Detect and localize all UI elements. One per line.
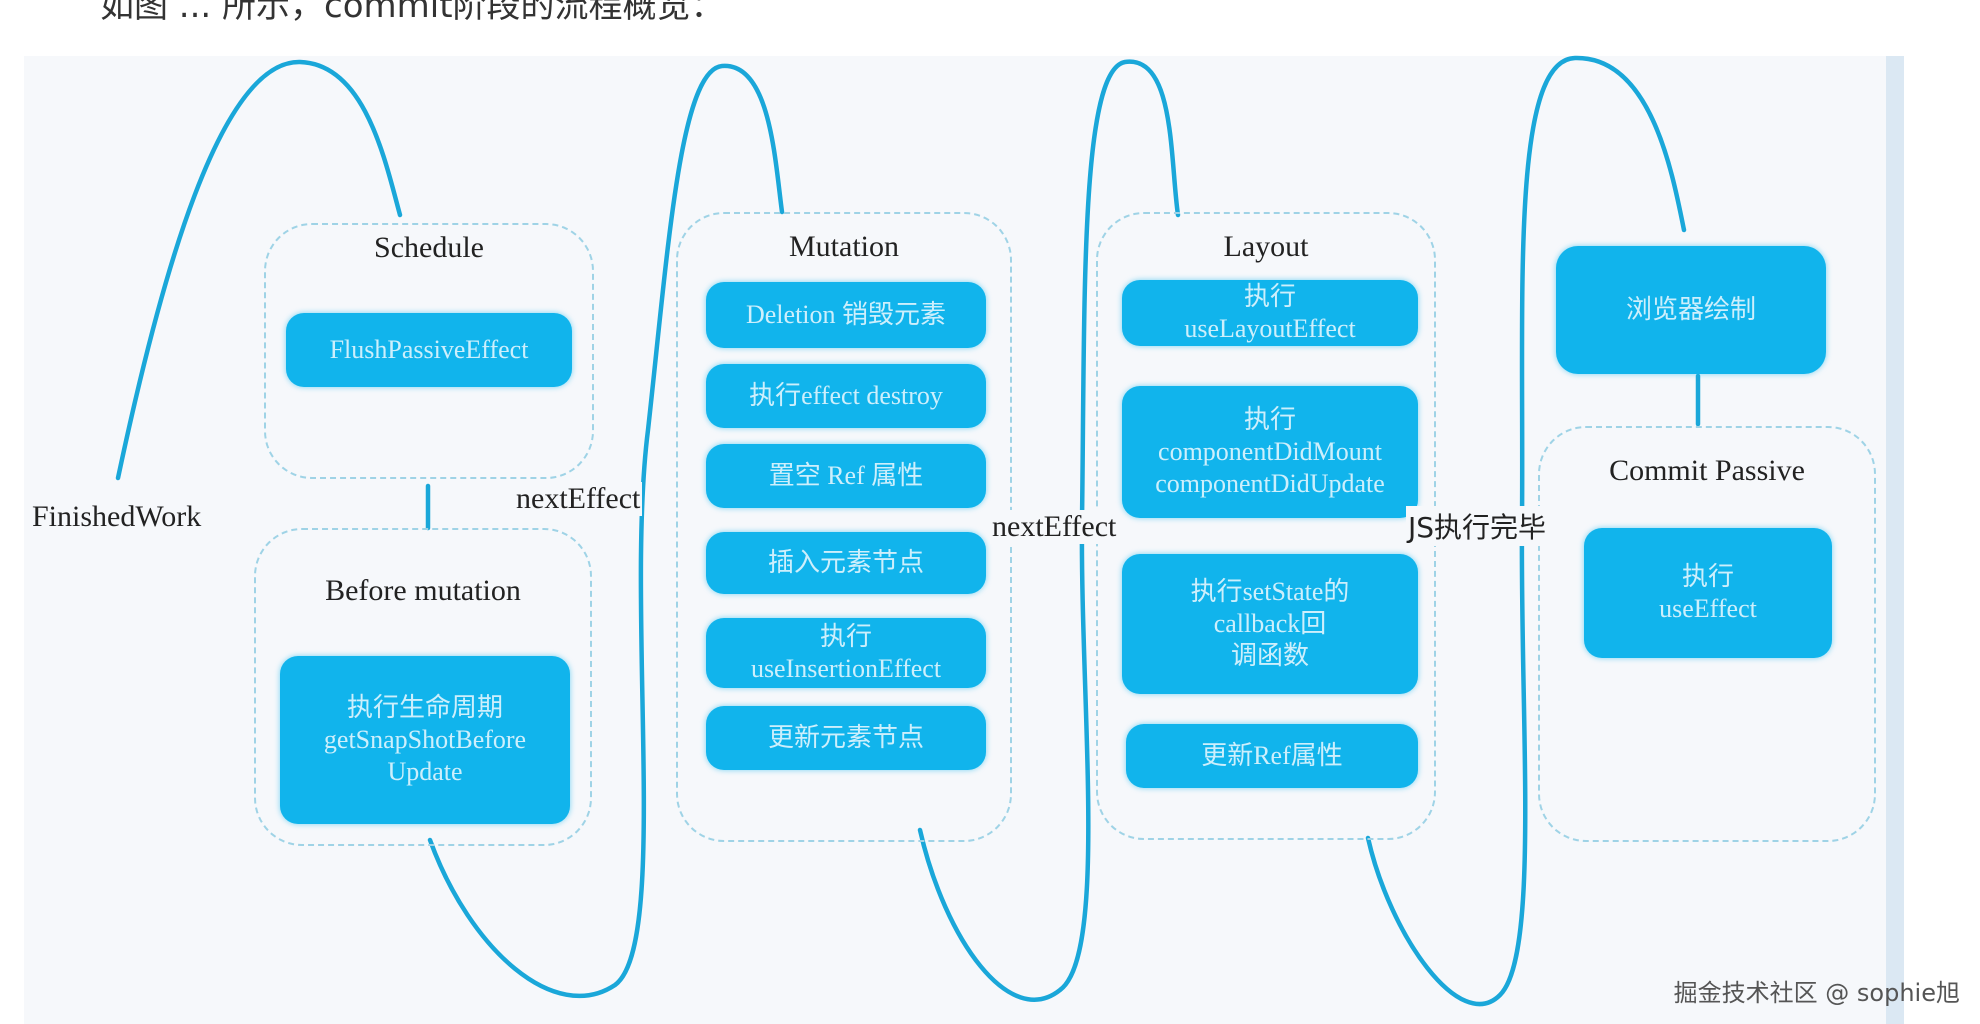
commit-passive-stage: Commit Passive 执行 useEffect <box>1538 426 1876 842</box>
commit-passive-title: Commit Passive <box>1609 454 1805 487</box>
set-state-callback-box: 执行setState的 callback回 调函数 <box>1122 554 1418 694</box>
get-snapshot-before-update-box: 执行生命周期 getSnapShotBefore Update <box>280 656 570 824</box>
before-mutation-title: Before mutation <box>325 574 521 607</box>
diagram-edge-bar <box>1886 56 1904 1024</box>
mutation-stage: Mutation Deletion 销毁元素 执行effect destroy … <box>676 212 1012 842</box>
update-node-box: 更新元素节点 <box>706 706 986 770</box>
finished-work-label: FinishedWork <box>30 500 204 534</box>
next-effect-label-1: nextEffect <box>514 482 643 516</box>
use-insertion-effect-box: 执行 useInsertionEffect <box>706 618 986 688</box>
browser-paint-box: 浏览器绘制 <box>1556 246 1826 374</box>
use-layout-effect-box: 执行 useLayoutEffect <box>1122 280 1418 346</box>
curve-before-to-mutation <box>427 63 785 999</box>
component-did-mount-box: 执行 componentDidMount componentDidUpdate <box>1122 386 1418 518</box>
js-done-label: JS执行完毕 <box>1406 506 1549 546</box>
next-effect-label-2: nextEffect <box>990 510 1119 544</box>
effect-destroy-box: 执行effect destroy <box>706 364 986 428</box>
update-ref-box: 更新Ref属性 <box>1126 724 1418 788</box>
layout-stage: Layout 执行 useLayoutEffect 执行 componentDi… <box>1096 212 1436 840</box>
before-mutation-stage: Before mutation 执行生命周期 getSnapShotBefore… <box>254 528 592 846</box>
schedule-title: Schedule <box>374 231 484 264</box>
flush-passive-effect-box: FlushPassiveEffect <box>286 313 572 387</box>
mutation-title: Mutation <box>789 230 899 263</box>
watermark: 掘金技术社区 @ sophie旭 <box>1673 979 1960 1007</box>
deletion-box: Deletion 销毁元素 <box>706 282 986 348</box>
layout-title: Layout <box>1223 230 1309 263</box>
use-effect-box: 执行 useEffect <box>1584 528 1832 658</box>
clear-ref-box: 置空 Ref 属性 <box>706 444 986 508</box>
schedule-stage: Schedule FlushPassiveEffect <box>264 223 594 479</box>
insert-node-box: 插入元素节点 <box>706 532 986 594</box>
curve-finishedwork-to-schedule <box>115 59 403 481</box>
intro-caption: 如图 ... 所示，commit阶段的流程概览： <box>100 0 725 26</box>
